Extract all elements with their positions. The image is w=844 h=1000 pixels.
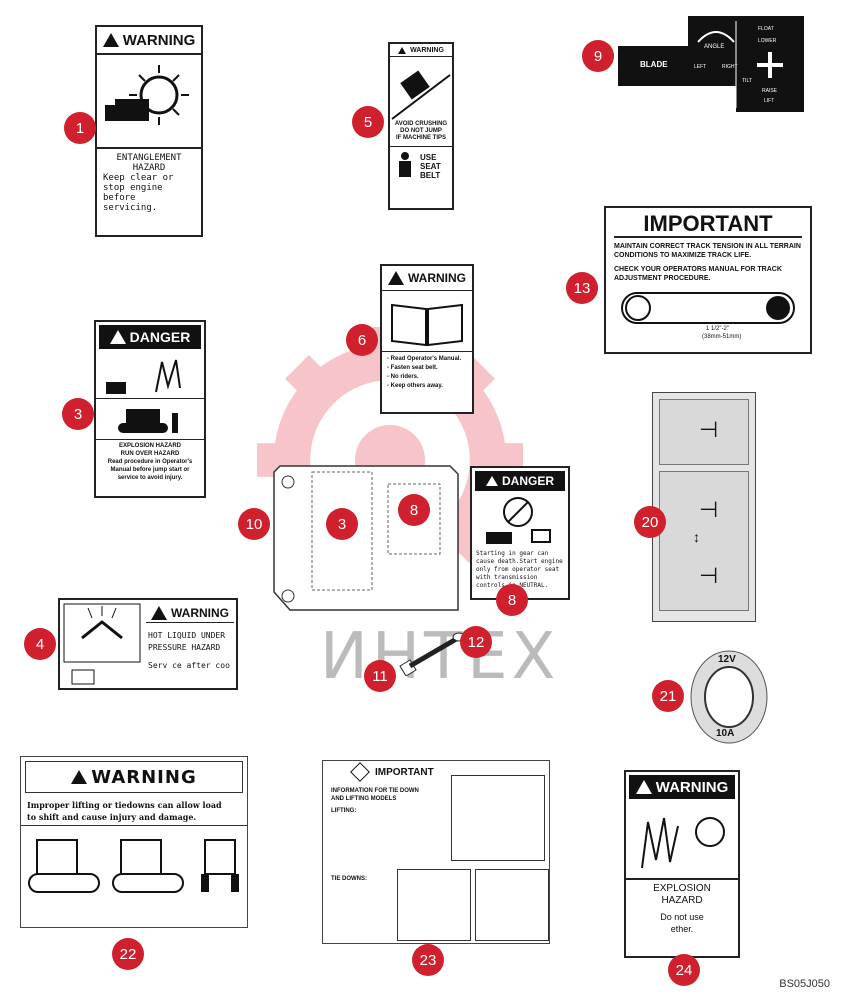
decal-rollover-seatbelt-warning: WARNING AVOID CRUSHING DO NOT JUMP IF MA… bbox=[388, 42, 454, 210]
decal-power-outlet-ring: 12V 10A bbox=[688, 648, 770, 746]
open-book-icon bbox=[391, 303, 463, 347]
mounting-plate bbox=[270, 462, 462, 614]
callout-6: 6 bbox=[346, 324, 378, 356]
important-diamond-icon bbox=[350, 762, 370, 782]
figure-code: BS05J050 bbox=[779, 978, 830, 990]
warning-triangle-icon bbox=[398, 46, 407, 54]
decal-hot-liquid-warning: WARNING HOT LIQUID UNDER PRESSURE HAZARD… bbox=[58, 598, 238, 690]
warning-triangle-icon bbox=[485, 476, 498, 486]
callout-21: 21 bbox=[652, 680, 684, 712]
warning-triangle-icon bbox=[635, 780, 652, 794]
decal-header: WARNING bbox=[97, 27, 201, 55]
decal-tiedown-lifting-important: IMPORTANT INFORMATION FOR TIE DOWN AND L… bbox=[322, 760, 550, 944]
warning-triangle-icon bbox=[71, 770, 88, 784]
callout-9: 9 bbox=[582, 40, 614, 72]
hot-liquid-spray-icon bbox=[63, 603, 141, 685]
tipping-machine-icon bbox=[391, 70, 451, 120]
callout-1: 1 bbox=[64, 112, 96, 144]
callout-20: 20 bbox=[634, 506, 666, 538]
bolt-part bbox=[399, 635, 460, 676]
seated-operator-icon bbox=[399, 152, 411, 177]
explosion-battery-icon bbox=[106, 359, 181, 394]
bulldozer-runover-icon bbox=[96, 398, 204, 433]
callout-23: 23 bbox=[412, 944, 444, 976]
callout-3: 3 bbox=[62, 398, 94, 430]
label-blade: BLADE bbox=[640, 60, 668, 69]
ripper-position-icon: ⊣ bbox=[699, 417, 719, 442]
callout-4: 4 bbox=[24, 628, 56, 660]
decal-explosion-ether-warning: WARNING EXPLOSION HAZARD Do not use ethe… bbox=[624, 770, 740, 958]
callout-13: 13 bbox=[566, 272, 598, 304]
warning-triangle-icon bbox=[109, 330, 126, 344]
callout-3-on-plate: 3 bbox=[326, 508, 358, 540]
warning-triangle-icon bbox=[151, 606, 167, 620]
callout-10: 10 bbox=[238, 508, 270, 540]
decal-explosion-runover-danger: DANGER EXPLOSION HAZARD RUN OVER HAZARD … bbox=[94, 320, 206, 498]
lifting-points-icon bbox=[21, 825, 247, 893]
decal-ripper-control: ⊣ ⊣ ↕ ⊣ bbox=[652, 392, 756, 622]
entanglement-hand-icon bbox=[105, 65, 189, 125]
decal-blade-control: BLADE ANGLE LEFT RIGHT FLOAT LOWER TILT … bbox=[618, 16, 804, 112]
callout-5: 5 bbox=[352, 106, 384, 138]
watermark-text: ИНТЕХ bbox=[320, 620, 560, 694]
callout-11: 11 bbox=[364, 660, 396, 692]
ripper-lower-icon: ⊣ bbox=[699, 497, 719, 522]
no-start-tractor-icon bbox=[486, 497, 551, 544]
decal-start-in-gear-danger: DANGER Starting in gear can cause death.… bbox=[470, 466, 570, 600]
callout-8-on-plate: 8 bbox=[398, 494, 430, 526]
callout-22: 22 bbox=[112, 938, 144, 970]
decal-lifting-tiedown-warning: WARNING Improper lifting or tiedowns can… bbox=[20, 756, 248, 928]
warning-triangle-icon bbox=[388, 271, 404, 285]
ripper-raise-icon: ⊣ bbox=[699, 563, 719, 588]
callout-8: 8 bbox=[496, 584, 528, 616]
decal-title: IMPORTANT bbox=[614, 212, 802, 238]
decal-entanglement-warning: WARNING ENTANGLEMENT HAZARD Keep clear o… bbox=[95, 25, 203, 237]
ether-explosion-icon bbox=[641, 817, 725, 869]
warning-triangle-icon bbox=[102, 33, 119, 47]
decal-read-manual-warning: WARNING - Read Operator's Manual. - Fast… bbox=[380, 264, 474, 414]
ripper-arrow-icon: ↕ bbox=[693, 529, 700, 545]
callout-12: 12 bbox=[460, 626, 492, 658]
track-diagram-icon bbox=[621, 292, 795, 324]
callout-24: 24 bbox=[668, 954, 700, 986]
decal-track-tension-important: IMPORTANT MAINTAIN CORRECT TRACK TENSION… bbox=[604, 206, 812, 354]
